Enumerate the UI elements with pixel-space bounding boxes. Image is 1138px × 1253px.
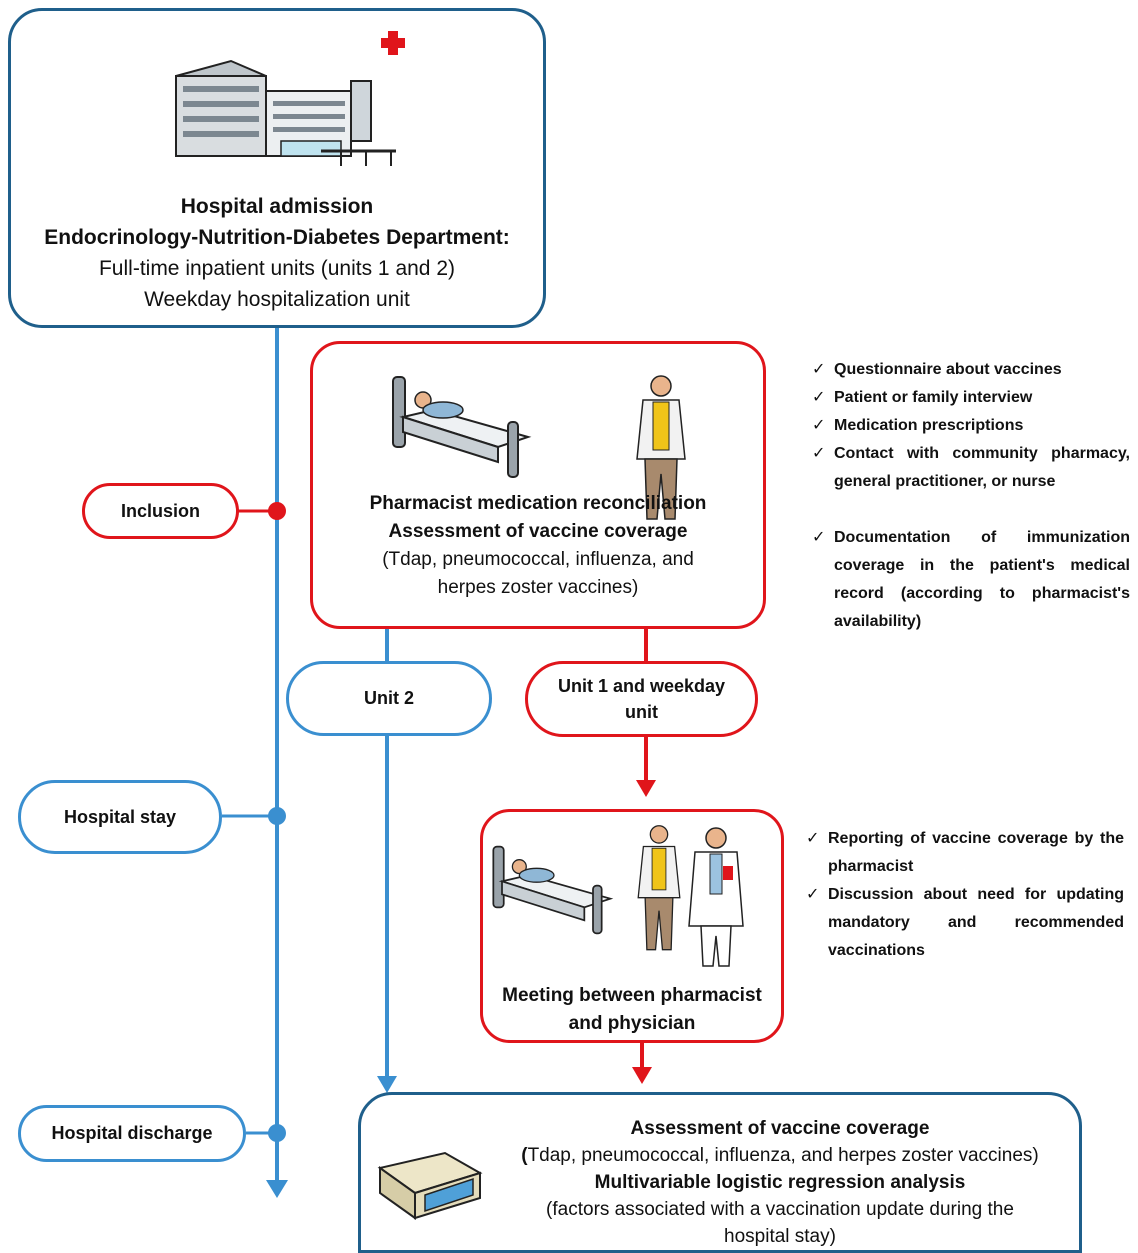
reconciliation-vaccines-2: herpes zoster vaccines) (437, 577, 639, 598)
checklist-item: ✓Reporting of vaccine coverage by the ph… (806, 830, 1124, 875)
checklist-item: ✓Documentation of immunization coverage … (812, 529, 1130, 630)
reconciliation-vaccines-1: (Tdap, pneumococcal, influenza, and (382, 549, 694, 570)
hospital-discharge-label: Hospital discharge (18, 1105, 246, 1162)
meeting-title-1: Meeting between pharmacist (502, 985, 762, 1006)
hospital-bed-icon (492, 845, 614, 935)
final-vaccines: (Tdap, pneumococcal, influenza, and herp… (521, 1145, 1039, 1166)
final-factors-1: (factors associated with a vaccination u… (546, 1199, 1014, 1220)
admission-units: Full-time inpatient units (units 1 and 2… (98, 257, 455, 280)
hospital-stay-dot (268, 807, 286, 825)
hospital-bed-icon (392, 376, 532, 478)
checklist-item: ✓Questionnaire about vaccines (812, 361, 1062, 378)
reconciliation-title: Pharmacist medication reconciliation (369, 493, 707, 514)
discharge-dot (268, 1124, 286, 1142)
reconciliation-subtitle: Assessment of vaccine coverage (388, 521, 688, 542)
unit2-label: Unit 2 (286, 661, 492, 736)
hospital-stay-label: Hospital stay (18, 780, 222, 854)
final-title: Assessment of vaccine coverage (630, 1118, 930, 1139)
red-cross-icon (381, 31, 405, 55)
meeting-title-2: and physician (568, 1013, 696, 1034)
meeting-box: Meeting between pharmacist and physician (480, 809, 784, 1043)
unit1-label: Unit 1 and weekday unit (525, 661, 758, 737)
meeting-checklist: ✓Reporting of vaccine coverage by the ph… (806, 825, 1124, 965)
hospital-building-icon (175, 59, 396, 166)
checklist-item: ✓Patient or family interview (812, 389, 1033, 406)
inclusion-dot (268, 502, 286, 520)
admission-weekday: Weekday hospitalization unit (144, 288, 410, 311)
final-analysis-title: Multivariable logistic regression analys… (594, 1172, 966, 1193)
admission-department: Endocrinology-Nutrition-Diabetes Departm… (44, 226, 510, 249)
inclusion-label: Inclusion (82, 483, 239, 539)
checklist-item: ✓Discussion about need for updating mand… (806, 886, 1124, 959)
final-analysis-box: Assessment of vaccine coverage (Tdap, pn… (358, 1092, 1082, 1253)
reconciliation-checklist: ✓Questionnaire about vaccines ✓Patient o… (812, 356, 1130, 636)
admission-box: Hospital admission Endocrinology-Nutriti… (8, 8, 546, 328)
admission-title: Hospital admission (180, 195, 374, 218)
physician-icon (688, 827, 744, 967)
pharmacist-icon (637, 825, 681, 951)
computer-icon (377, 1151, 483, 1220)
reconciliation-box: Pharmacist medication reconciliation Ass… (310, 341, 766, 629)
pharmacist-icon (636, 375, 686, 520)
checklist-item: ✓Medication prescriptions (812, 417, 1024, 434)
final-factors-2: hospital stay) (724, 1226, 836, 1247)
checklist-item: ✓Contact with community pharmacy, genera… (812, 445, 1130, 490)
